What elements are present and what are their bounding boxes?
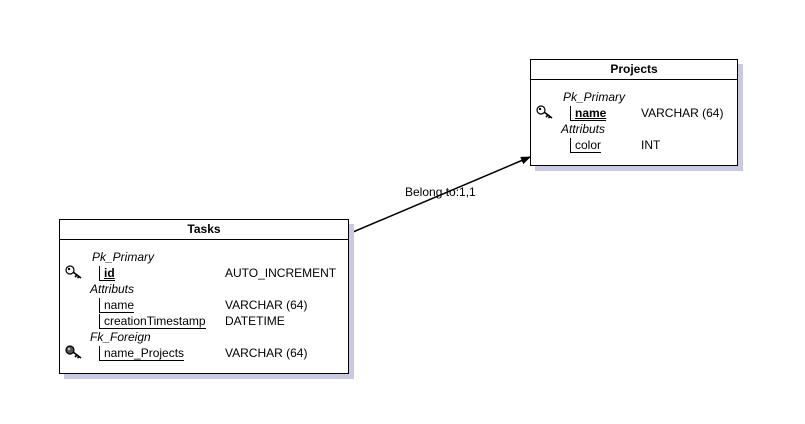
- attr-field-type: VARCHAR (64): [225, 298, 308, 312]
- pk-field-name[interactable]: name: [570, 106, 607, 121]
- fk-group-label: Fk_Foreign: [90, 330, 151, 344]
- entity-projects[interactable]: Projects Pk_Primary name VARCHAR (64) At…: [530, 59, 738, 166]
- fk-field-name[interactable]: name_Projects: [99, 346, 185, 361]
- pk-field-name[interactable]: id: [99, 266, 115, 281]
- attr-group-label: Attributs: [561, 122, 606, 136]
- key-icon: [65, 345, 82, 359]
- key-icon: [536, 105, 553, 119]
- pk-group-label: Pk_Primary: [92, 250, 155, 264]
- relationship-line[interactable]: [352, 156, 531, 233]
- pk-group-label: Pk_Primary: [563, 90, 626, 104]
- attr-field-name[interactable]: creationTimestamp: [99, 314, 206, 329]
- attr-field-name[interactable]: color: [570, 138, 602, 153]
- attr-field-name[interactable]: name: [99, 298, 135, 313]
- entity-title: Projects: [531, 60, 737, 80]
- pk-field-type: VARCHAR (64): [641, 106, 724, 120]
- attr-field-type: DATETIME: [225, 314, 285, 328]
- entity-tasks[interactable]: Tasks Pk_Primary id AUTO_INCREMENT Attri…: [59, 219, 349, 374]
- key-icon: [65, 265, 82, 279]
- pk-field-type: AUTO_INCREMENT: [225, 266, 337, 280]
- attr-field-type: INT: [641, 138, 661, 152]
- entity-title: Tasks: [60, 220, 348, 240]
- relationship-label: Belong to:1,1: [405, 185, 476, 199]
- fk-field-type: VARCHAR (64): [225, 346, 308, 360]
- attr-group-label: Attributs: [90, 282, 135, 296]
